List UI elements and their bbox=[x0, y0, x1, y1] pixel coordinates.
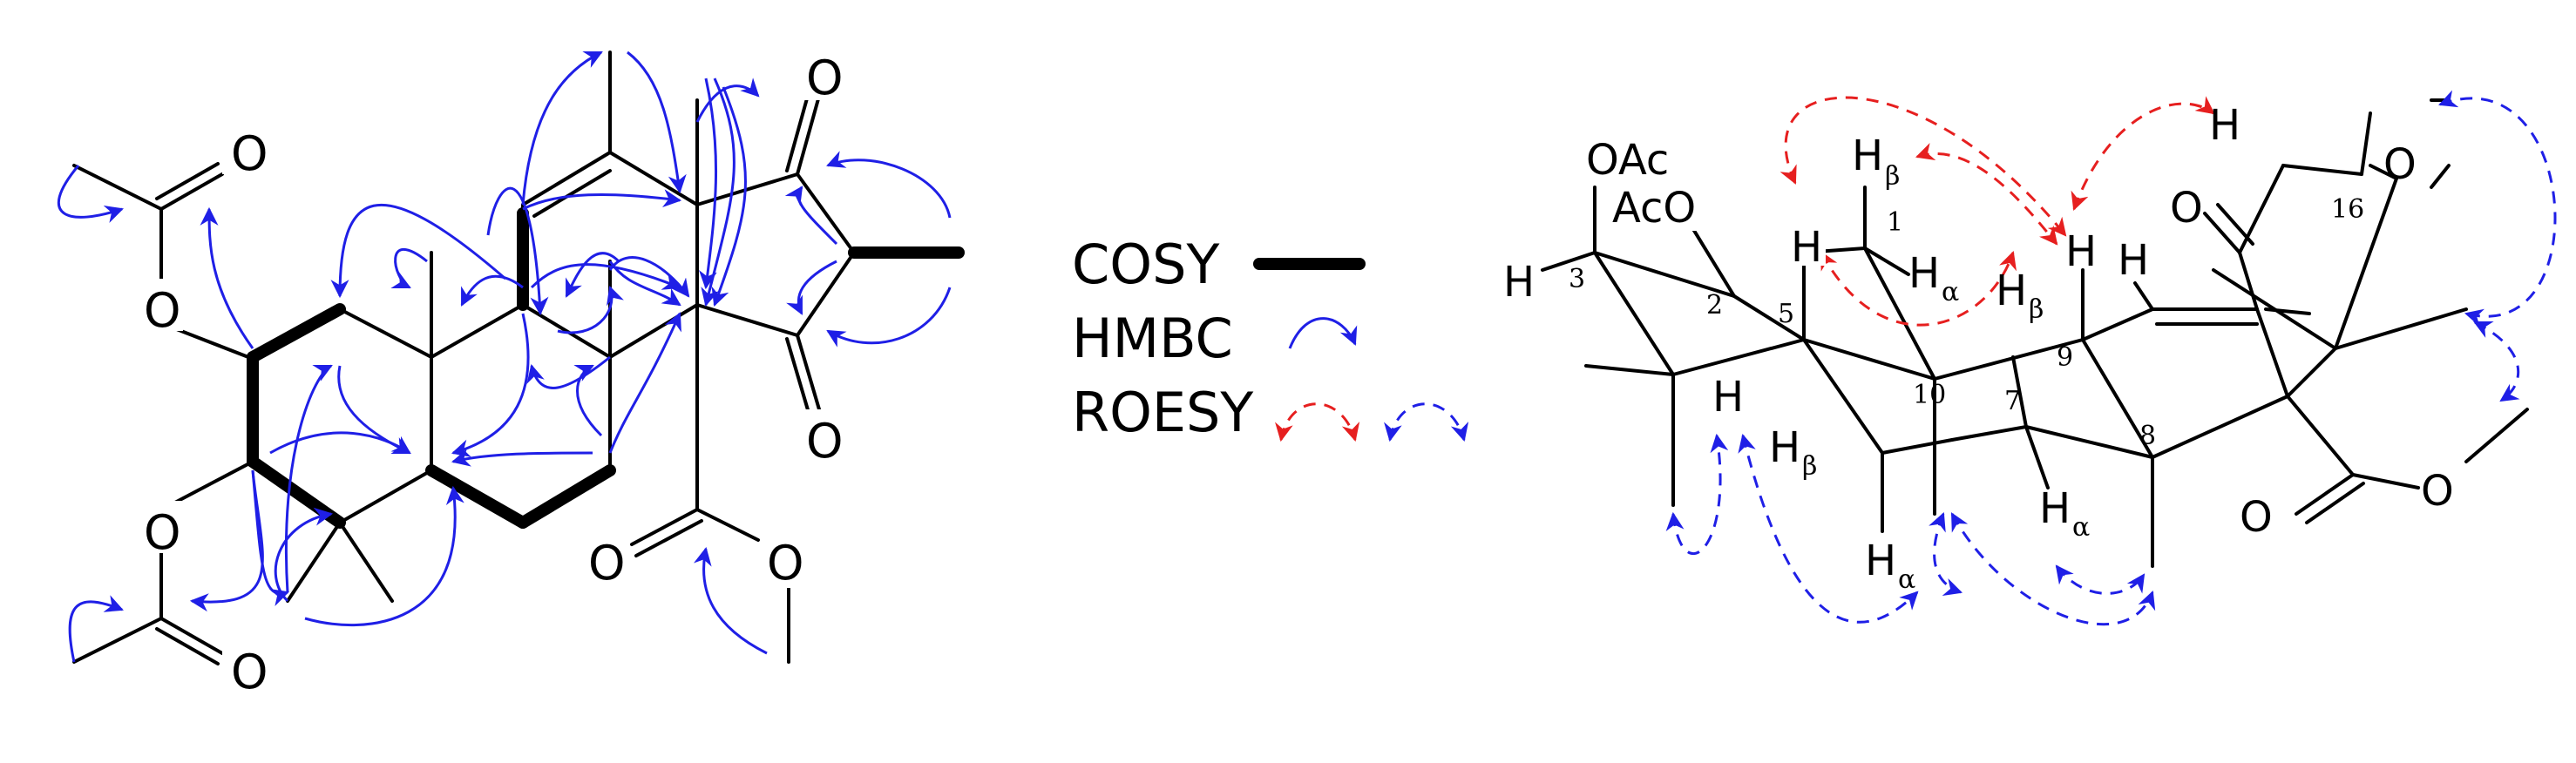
h-alpha-bottom-label: H bbox=[1865, 537, 1896, 585]
h-alpha-bottom-sub: α bbox=[1898, 564, 1915, 595]
h9-label: H bbox=[2065, 227, 2097, 276]
left-atom-o: O bbox=[144, 283, 181, 338]
c16-number: 16 bbox=[2331, 194, 2364, 225]
h5-label: H bbox=[1791, 223, 1822, 272]
right-structure: OAc AcO H 3 2 5 1 10 7 9 8 16 H H H β H … bbox=[1503, 90, 2557, 626]
o-ketone-left-label: O bbox=[2170, 184, 2203, 233]
h-vinyl-label: H bbox=[2118, 236, 2149, 285]
h-alpha-right-sub: α bbox=[2072, 512, 2090, 543]
oac-label: OAc bbox=[1586, 136, 1669, 185]
legend-roesy-label: ROESY bbox=[1072, 381, 1253, 444]
left-atom-o: O bbox=[144, 505, 181, 560]
right-atom-labels: OAc AcO H 3 2 5 1 10 7 9 8 16 H H H β H … bbox=[1503, 101, 2454, 595]
c1-number: 1 bbox=[1887, 207, 1903, 238]
left-atom-o: O bbox=[806, 414, 844, 469]
right-bonds bbox=[1541, 98, 2529, 568]
left-atom-labels: O O O O O O O O bbox=[139, 48, 845, 699]
legend-roesy-red-arrow bbox=[1275, 402, 1360, 442]
h-beta-top-sub: β bbox=[1885, 161, 1900, 192]
o-ketone-right-label: O bbox=[2383, 140, 2417, 189]
legend: COSY HMBC ROESY bbox=[1072, 233, 1469, 444]
h-beta-right-label: H bbox=[1996, 267, 2027, 315]
left-structure: O O O O O O O O bbox=[58, 48, 965, 699]
c8-number: 8 bbox=[2139, 421, 2156, 451]
cosy-bonds bbox=[247, 207, 965, 529]
left-atom-o: O bbox=[231, 645, 268, 699]
c3-number: 3 bbox=[1569, 264, 1585, 294]
h-alpha-top-label: H bbox=[1908, 249, 1940, 298]
c10-number: 10 bbox=[1913, 380, 1946, 410]
o-lactone-ring-label: O bbox=[2421, 467, 2454, 516]
left-atom-o: O bbox=[231, 126, 268, 181]
legend-roesy-blue-arrow bbox=[1384, 402, 1469, 442]
c7-number: 7 bbox=[2004, 386, 2021, 416]
h-low-label: H bbox=[1712, 373, 1744, 422]
h-alpha-right-label: H bbox=[2039, 484, 2071, 533]
h-beta-left-sub: β bbox=[1802, 451, 1817, 482]
left-atom-o: O bbox=[806, 51, 844, 105]
c5-number: 5 bbox=[1778, 299, 1794, 329]
h-beta-right-sub: β bbox=[2029, 294, 2044, 325]
left-atom-o: O bbox=[767, 536, 804, 591]
left-atom-o: O bbox=[588, 536, 626, 591]
c9-number: 9 bbox=[2057, 342, 2073, 373]
roesy-blue-arrows bbox=[1665, 90, 2557, 626]
h-beta-left-label: H bbox=[1769, 423, 1800, 472]
legend-cosy-label: COSY bbox=[1072, 233, 1219, 296]
o-lactone-carbonyl-label: O bbox=[2240, 493, 2273, 542]
c2-number: 2 bbox=[1706, 290, 1723, 321]
h-alpha-top-sub: α bbox=[1942, 277, 1959, 307]
aco-label: AcO bbox=[1612, 184, 1696, 233]
roesy-red-arrows bbox=[1779, 96, 2215, 327]
h-beta-top-label: H bbox=[1852, 132, 1883, 180]
hmbc-arrows bbox=[58, 51, 952, 663]
legend-hmbc-arrow bbox=[1288, 317, 1358, 349]
legend-hmbc-label: HMBC bbox=[1072, 307, 1233, 370]
h-top-right-label: H bbox=[2209, 101, 2240, 150]
left-bonds bbox=[72, 51, 856, 665]
h3-label: H bbox=[1503, 258, 1535, 307]
